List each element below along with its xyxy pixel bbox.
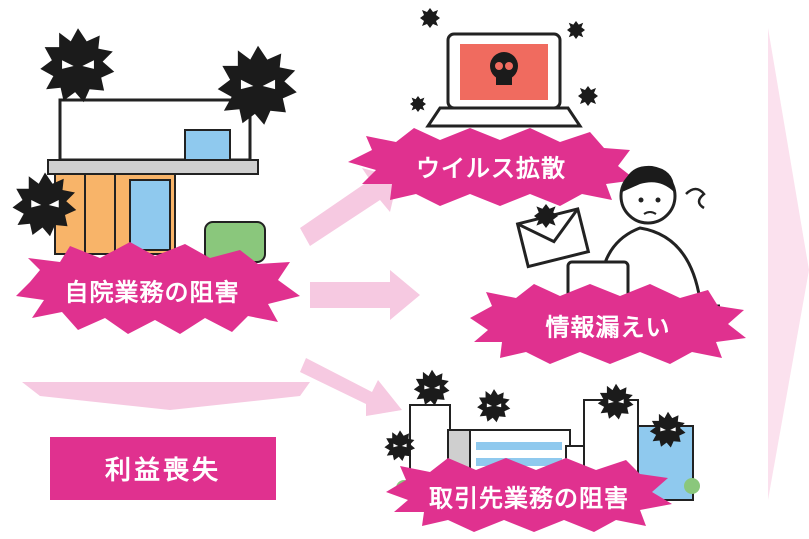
burst-own-clinic <box>16 242 300 334</box>
virus-icon <box>413 369 450 406</box>
down-arrow-bar <box>22 382 310 410</box>
skull-icon <box>490 52 518 85</box>
burst-partner-disruption <box>386 458 672 532</box>
burst-virus-spread <box>348 128 636 206</box>
virus-icon <box>410 96 426 112</box>
virus-icon <box>477 389 511 423</box>
info-leak-label: 情報漏えい <box>545 313 671 342</box>
virus-spread-label: ウイルス拡散 <box>416 154 566 183</box>
virus-icon <box>420 8 440 28</box>
virus-icon <box>578 86 598 106</box>
big-right-arrow <box>768 28 809 500</box>
virus-icon <box>567 21 585 39</box>
burst-info-leak <box>470 284 746 364</box>
partner-disruption-label: 取引先業務の阻害 <box>429 484 629 513</box>
profit-loss-box <box>50 437 276 500</box>
virus-icon <box>534 204 558 228</box>
profit-loss-label: 利益喪失 <box>104 456 221 486</box>
arrow-icon <box>300 168 420 416</box>
profit-loss-container: 利益喪失 <box>50 437 276 500</box>
virus-icon <box>40 28 115 103</box>
own-clinic-label: 自院業務の阻害 <box>64 278 240 307</box>
clinic-building-icon <box>47 98 266 263</box>
